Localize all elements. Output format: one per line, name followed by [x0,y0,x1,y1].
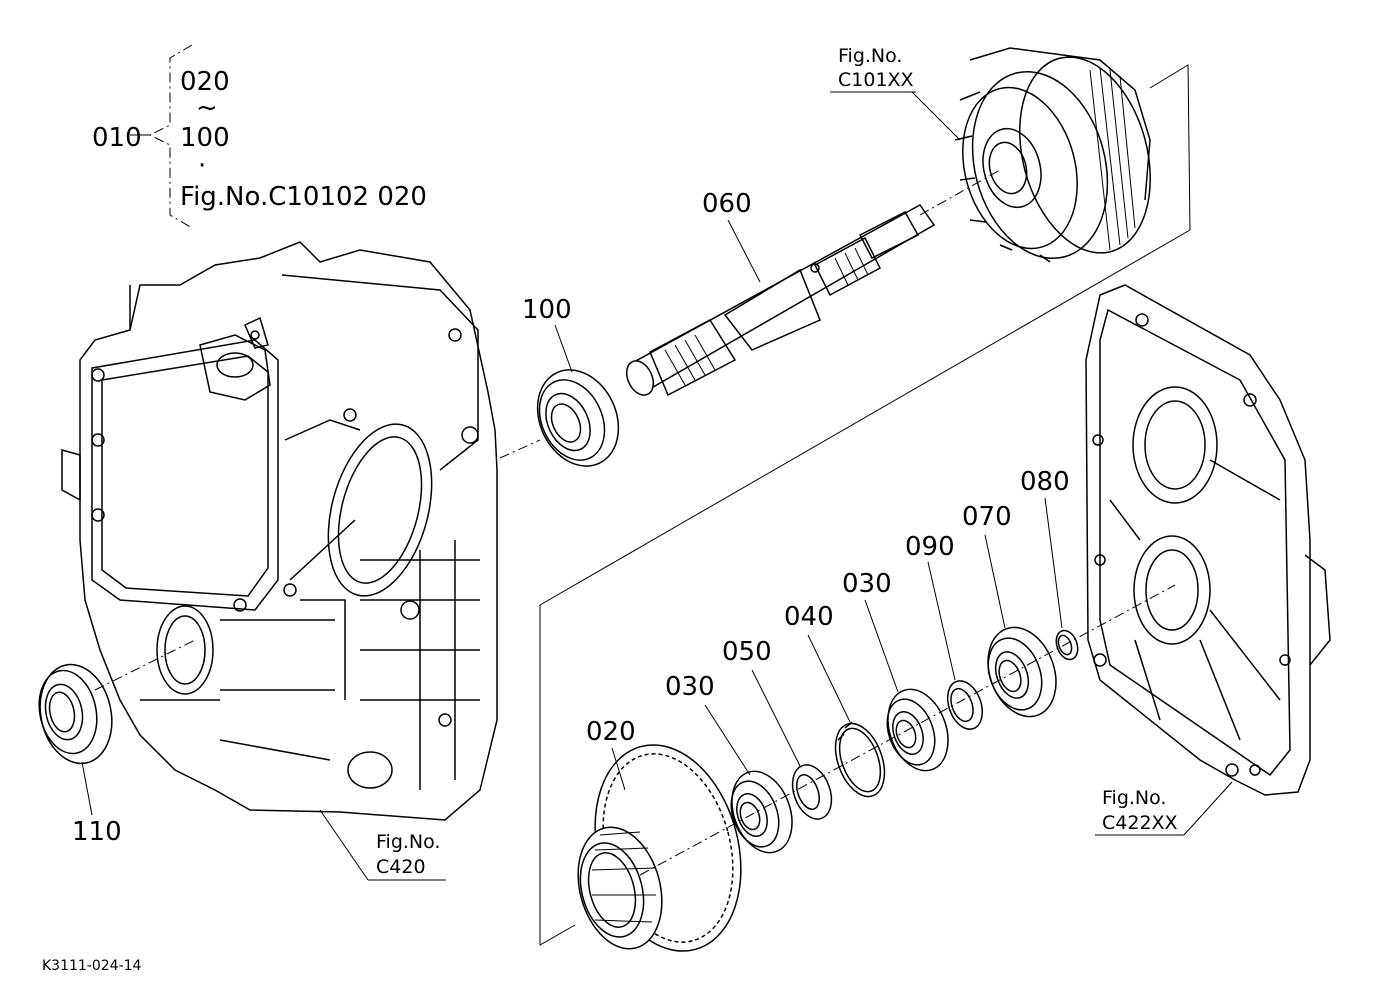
transmission-case [61,241,498,821]
case-fig-code: C420 [376,856,426,878]
leader-030-upper [864,599,899,693]
leader-clutch-ref [911,91,961,141]
part-label-030-lower: 030 [665,672,715,702]
transmission-cover [1085,284,1331,796]
clutch-fig-code: C101XX [838,69,914,91]
axis-line-100 [499,439,541,459]
cover-fig-label: Fig.No. [1102,787,1166,809]
leader-100 [554,324,573,373]
washer-050 [791,764,833,820]
part-label-030-upper: 030 [842,569,892,599]
leader-case-ref [319,809,369,881]
leader-060 [727,219,761,283]
cover-fig-code: C422XX [1102,812,1178,834]
oil-seal-110 [38,663,113,765]
drawing-code: K3111-024-14 [42,958,142,974]
leader-030-lower [704,704,751,776]
bearing-030-upper [886,688,949,772]
part-label-100: 100 [522,295,572,325]
leader-070 [984,534,1006,629]
part-label-080: 080 [1020,467,1070,497]
part-label-020: 020 [586,717,636,747]
gear-020 [577,744,742,952]
leader-050 [751,669,801,767]
leader-cover-ref [1183,781,1233,836]
shaft-060 [625,204,936,397]
clutch-fig-label: Fig.No. [838,45,902,67]
part-label-090: 090 [905,532,955,562]
part-label-050: 050 [722,637,772,667]
bearing-070 [987,626,1057,718]
group-figure-reference: Fig.No.C10102 020 [180,182,427,212]
leader-020 [611,747,626,791]
part-label-110: 110 [72,817,122,847]
clutch-assembly [954,47,1151,263]
washer-090 [946,680,984,730]
axis-line-110 [94,639,196,691]
exploded-frame [539,64,1191,946]
part-label-040: 040 [784,602,834,632]
group-range-start: 020 [180,67,230,97]
group-range-end: 100 [180,123,230,153]
group-range-tilde: ~ [196,93,218,123]
part-label-070: 070 [962,502,1012,532]
case-fig-label: Fig.No. [376,831,440,853]
axis-line-gear-train [639,584,1176,876]
leader-040 [807,634,851,723]
bearing-030-lower [730,770,793,854]
part-group-bracket: 010 020 ~ 100 · Fig.No.C10102 020 [92,44,427,229]
group-number: 010 [92,123,142,153]
part-label-060: 060 [702,189,752,219]
leader-110 [81,761,93,816]
leader-080 [1044,497,1063,629]
bearing-100 [536,369,620,467]
snap-ring-040 [834,721,886,798]
leader-090 [927,561,956,681]
collar-080 [1055,629,1079,661]
group-dot: · [198,151,206,181]
axis-line-060 [919,169,1001,216]
